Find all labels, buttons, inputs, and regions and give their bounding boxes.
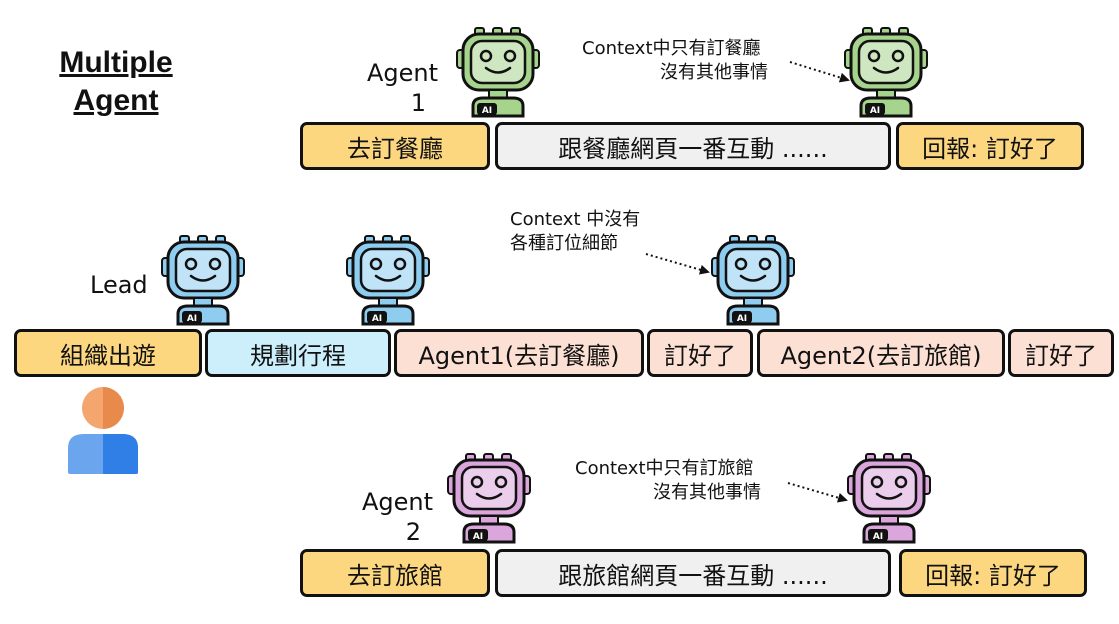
- agent2-robot-icon: AI: [446, 452, 532, 544]
- agent2-step-report: 回報: 訂好了: [899, 549, 1087, 597]
- lead-context-note: Context 中沒有 各種訂位細節: [510, 208, 640, 256]
- svg-text:AI: AI: [873, 532, 883, 542]
- agent1-context-note: Context中只有訂餐廳 沒有其他事情: [582, 37, 768, 85]
- title-line-2: Agent: [73, 84, 159, 117]
- lead-step-done-1: 訂好了: [647, 329, 753, 377]
- svg-text:AI: AI: [870, 106, 880, 116]
- agent1-label-word: Agent: [367, 59, 439, 87]
- agent2-dotted-arrow: [787, 482, 848, 503]
- agent1-note-line-2: 沒有其他事情: [660, 62, 768, 83]
- svg-text:AI: AI: [737, 314, 747, 324]
- agent2-note-line-2: 沒有其他事情: [653, 482, 761, 503]
- agent2-step-task: 去訂旅館: [300, 549, 490, 597]
- lead-step-done-2: 訂好了: [1008, 329, 1114, 377]
- agent2-step-interact: 跟旅館網頁一番互動 ......: [495, 549, 891, 597]
- svg-text:AI: AI: [187, 314, 197, 324]
- agent1-step-interact: 跟餐廳網頁一番互動 ......: [495, 122, 891, 170]
- svg-text:AI: AI: [372, 314, 382, 324]
- agent2-note-line-1: Context中只有訂旅館: [575, 458, 754, 479]
- lead-note-line-2: 各種訂位細節: [510, 233, 618, 254]
- agent1-robot-icon: AI: [455, 26, 541, 118]
- agent1-robot-end-icon: AI: [843, 26, 929, 118]
- agent2-label: Agent 2: [362, 487, 433, 547]
- title-line-1: Multiple: [59, 46, 173, 79]
- svg-text:AI: AI: [482, 106, 492, 116]
- agent1-step-task: 去訂餐廳: [300, 122, 490, 170]
- lead-step-plan: 規劃行程: [205, 329, 391, 377]
- lead-step-agent2: Agent2(去訂旅館): [757, 329, 1005, 377]
- lead-note-line-1: Context 中沒有: [510, 209, 641, 230]
- agent1-dotted-arrow: [789, 61, 850, 83]
- lead-step-agent1: Agent1(去訂餐廳): [394, 329, 644, 377]
- lead-robot-plan-icon: AI: [345, 234, 431, 326]
- lead-robot-end-icon: AI: [710, 234, 796, 326]
- agent2-label-number: 2: [405, 518, 422, 546]
- agent1-label: Agent 1: [367, 58, 438, 118]
- lead-label: Lead: [90, 271, 148, 299]
- agent1-label-number: 1: [410, 89, 427, 117]
- lead-robot-icon: AI: [160, 234, 246, 326]
- svg-text:AI: AI: [473, 532, 483, 542]
- page-title: Multiple Agent: [46, 44, 186, 120]
- lead-dotted-arrow: [645, 253, 710, 275]
- person-icon: [64, 384, 142, 476]
- agent2-robot-end-icon: AI: [846, 452, 932, 544]
- agent1-note-line-1: Context中只有訂餐廳: [582, 38, 761, 59]
- agent1-step-report: 回報: 訂好了: [896, 122, 1084, 170]
- agent2-context-note: Context中只有訂旅館 沒有其他事情: [575, 457, 761, 505]
- agent2-label-word: Agent: [362, 488, 434, 516]
- lead-step-organize: 組織出遊: [14, 329, 202, 377]
